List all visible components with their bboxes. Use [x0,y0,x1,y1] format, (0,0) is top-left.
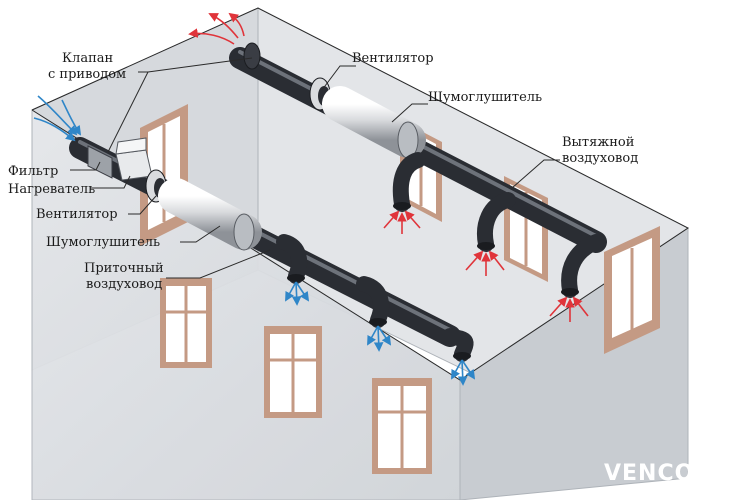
supply-outflow-arrow [461,359,476,380]
window-right-wall [604,226,660,354]
exhaust-drop-3 [561,234,604,298]
supply-outflow-arrow [373,325,384,352]
labels: Клапан с приводом Вентилятор Шумоглушите… [8,51,638,292]
label-supply-line2: воздуховод [86,277,162,292]
supply-outflow-arrow [457,359,468,386]
label-fan-bottom: Вентилятор [36,207,118,222]
label-heater: Нагреватель [8,182,95,197]
supply-outflow-arrow [451,359,463,380]
exhaust-drop-2 [477,192,516,252]
watermark: VENCON [604,461,714,486]
supply-outflow-arrow [285,281,297,302]
supply-outflow-arrow [367,325,379,346]
label-valve-line2: с приводом [48,67,126,82]
window-front-2 [264,326,322,418]
exhaust-valve [243,42,261,70]
intake-arrow [61,99,82,136]
label-valve-line1: Клапан [62,51,113,66]
label-supply-line1: Приточный [84,261,164,276]
exhaust-duct-system [229,42,607,298]
exhaust-outflow-arrow [208,13,239,39]
window-front-3 [372,378,432,474]
label-exhaust-line2: воздуховод [562,151,638,166]
exhaust-outflow-arrow [188,28,235,45]
supply-drop-2 [356,276,389,328]
label-exhaust-line1: Вытяжной [562,135,634,150]
exhaust-inflow-arrow [572,296,589,317]
label-silencer-top: Шумоглушитель [428,90,542,105]
supply-outflow-arrow [295,281,310,302]
windows [140,104,660,474]
supply-duct-system [69,137,474,362]
exhaust-inflow-arrow [383,210,400,229]
exhaust-drop-1 [392,152,426,212]
label-silencer-bottom: Шумоглушитель [46,235,160,250]
supply-drop-3 [442,328,474,362]
label-fan-top: Вентилятор [352,51,434,66]
exhaust-inflow-arrow [465,250,484,271]
exhaust-inflow-arrow [549,296,568,317]
supply-heater [115,137,153,181]
supply-outflow-arrow [291,281,302,306]
supply-arrows [33,95,476,386]
intake-arrow [33,117,76,142]
exhaust-silencer [322,86,426,159]
supply-silencer [158,178,262,251]
supply-outflow-arrow [377,325,392,346]
supply-drop-1 [276,234,308,284]
leader-lines [70,57,560,279]
exhaust-inflow-arrow [488,250,505,271]
label-filter: Фильтр [8,164,58,179]
exhaust-outflow-arrow [228,12,245,37]
exhaust-inflow-arrow [404,210,421,229]
exhaust-arrows [188,12,589,322]
window-front-1 [160,278,212,368]
